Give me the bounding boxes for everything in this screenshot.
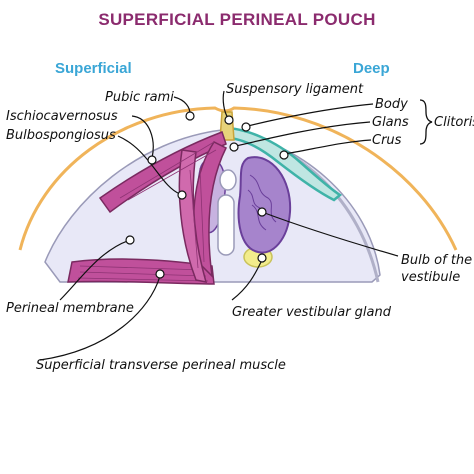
label-bulb-line2: vestibule (401, 270, 461, 285)
muscle-fibers (119, 141, 217, 269)
label-pubic-rami: Pubic rami (105, 90, 174, 105)
superficial-transverse-muscle-shape (67, 258, 215, 285)
urethral-opening (219, 169, 237, 191)
clitoris-bracket (419, 99, 433, 145)
label-superficial-transverse: Superficial transverse perineal muscle (36, 358, 286, 373)
label-clitoris: Clitoris (434, 115, 474, 130)
label-bulb-line1: Bulb of the (401, 253, 473, 268)
label-suspensory-ligament: Suspensory ligament (226, 82, 364, 97)
label-glans: Glans (372, 115, 409, 130)
transverse-muscle-fibers (77, 265, 209, 282)
page-title: SUPERFICIAL PERINEAL POUCH (98, 10, 376, 29)
bulbospongiosus-shape (192, 141, 228, 279)
label-body: Body (375, 97, 408, 112)
bulb-of-vestibule-shape (237, 156, 292, 254)
label-perineal-membrane: Perineal membrane (6, 301, 134, 316)
label-crus: Crus (372, 133, 402, 148)
label-bulbospongiosus: Bulbospongiosus (6, 128, 116, 143)
deep-heading: Deep (353, 60, 390, 77)
label-ischiocavernosus: Ischiocavernosus (6, 109, 118, 124)
label-greater-vestibular-gland: Greater vestibular gland (232, 305, 391, 320)
clitoris-body-shape (222, 126, 343, 202)
vaginal-opening (217, 194, 235, 256)
bulb-texture (247, 174, 277, 231)
leader-dots (125, 111, 289, 279)
superficial-heading: Superficial (55, 60, 132, 77)
pubic-rami-outline (18, 106, 458, 251)
